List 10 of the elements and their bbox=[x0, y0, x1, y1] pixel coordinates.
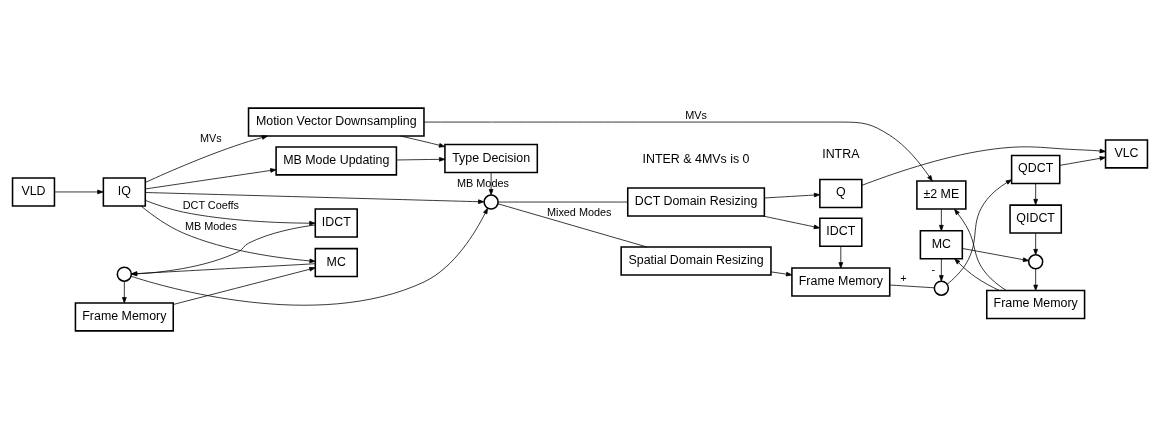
label: INTER & 4MVs is 0 bbox=[642, 152, 750, 167]
edge-label: - bbox=[931, 262, 936, 275]
edge-label: + bbox=[900, 272, 907, 285]
edge-label: Mixed Modes bbox=[546, 206, 612, 219]
edge-label: MB Modes bbox=[457, 176, 509, 189]
edge-label: MVs bbox=[200, 132, 222, 145]
edge-label: MB Modes bbox=[184, 220, 237, 233]
edge-label: DCT Coeffs bbox=[182, 199, 240, 212]
label: INTRA bbox=[822, 146, 860, 161]
edge-label: MVs bbox=[685, 109, 707, 122]
